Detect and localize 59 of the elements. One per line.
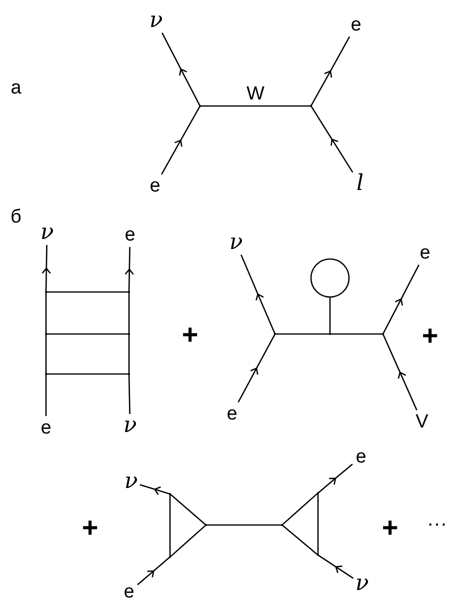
particle-label: e bbox=[420, 244, 430, 262]
propagator-line bbox=[45, 292, 47, 334]
propagator-line bbox=[200, 105, 310, 107]
particle-label: e bbox=[350, 16, 362, 34]
loop-circle bbox=[310, 258, 350, 298]
particle-label: l bbox=[356, 173, 364, 195]
propagator-line bbox=[329, 297, 331, 334]
plus-sign: + bbox=[422, 322, 438, 350]
particle-label: ν bbox=[123, 415, 137, 437]
propagator-line bbox=[330, 333, 382, 335]
particle-label: ν bbox=[229, 232, 243, 254]
particle-line bbox=[42, 244, 51, 292]
particle-label: e bbox=[356, 448, 366, 466]
plus-sign: + bbox=[182, 321, 198, 349]
particle-label: ν bbox=[149, 10, 163, 32]
propagator-line bbox=[46, 373, 128, 375]
particle-line bbox=[240, 254, 276, 334]
plus-sign: + bbox=[382, 514, 398, 542]
propagator-line bbox=[169, 494, 171, 556]
propagator-line bbox=[206, 524, 282, 526]
propagator-line bbox=[45, 374, 47, 416]
particle-label: e bbox=[40, 418, 52, 438]
particle-line bbox=[124, 246, 134, 292]
particle-line bbox=[310, 36, 350, 106]
particle-line bbox=[318, 464, 353, 494]
propagator-line bbox=[170, 524, 206, 558]
propagator-line bbox=[128, 292, 130, 334]
panel-letter: б bbox=[10, 208, 22, 226]
propagator-line bbox=[282, 492, 318, 526]
particle-line bbox=[318, 554, 354, 579]
ellipsis: ··· bbox=[427, 514, 447, 534]
propagator-line bbox=[317, 494, 319, 554]
particle-label: e bbox=[150, 176, 160, 196]
particle-label: ν bbox=[124, 471, 138, 493]
particle-line bbox=[310, 106, 354, 173]
particle-line bbox=[162, 32, 200, 106]
particle-label: e bbox=[124, 582, 134, 600]
propagator-line bbox=[45, 334, 47, 374]
particle-label: e bbox=[226, 404, 238, 424]
propagator-line bbox=[46, 291, 128, 293]
propagator-line bbox=[128, 374, 130, 414]
panel-letter: а bbox=[10, 78, 22, 98]
particle-line bbox=[161, 106, 200, 175]
edge-label: W bbox=[246, 84, 264, 104]
particle-label: ν bbox=[40, 222, 54, 244]
particle-line bbox=[137, 556, 170, 586]
particle-label: e bbox=[124, 226, 136, 244]
propagator-line bbox=[46, 333, 128, 335]
particle-line bbox=[140, 484, 170, 496]
particle-line bbox=[238, 334, 276, 402]
particle-label: ν bbox=[355, 573, 369, 595]
particle-line bbox=[382, 264, 420, 334]
propagator-line bbox=[276, 333, 330, 335]
propagator-line bbox=[170, 494, 206, 526]
particle-line bbox=[382, 334, 418, 410]
particle-label: V bbox=[416, 412, 428, 432]
plus-sign: + bbox=[82, 514, 98, 542]
propagator-line bbox=[282, 524, 318, 556]
propagator-line bbox=[128, 334, 130, 374]
